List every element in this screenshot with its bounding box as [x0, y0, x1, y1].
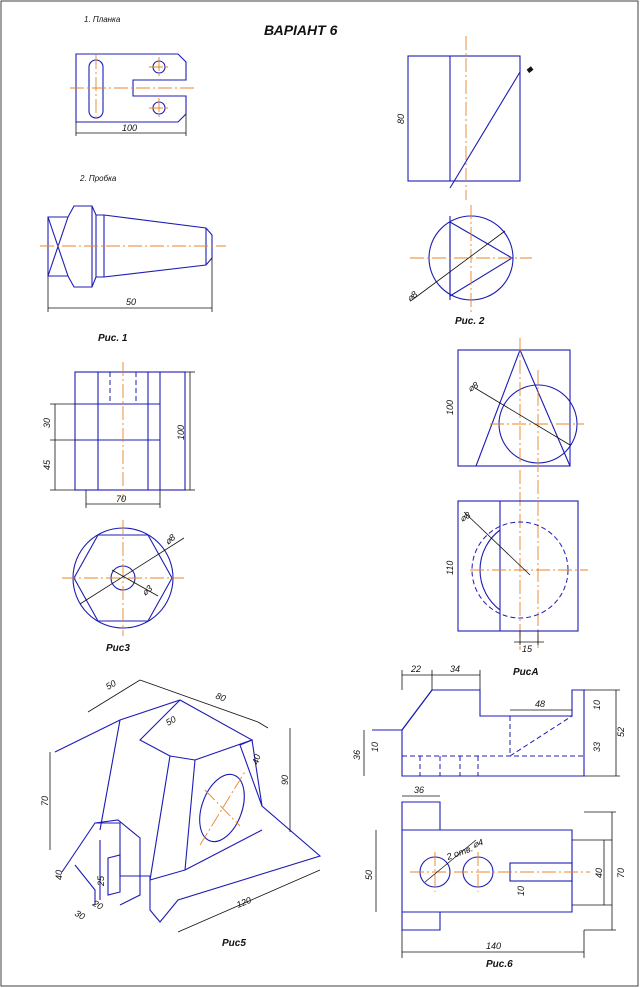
- fig6-r2: 33: [592, 742, 602, 752]
- fig6-outer: 70: [616, 868, 626, 878]
- fig6-width: 140: [486, 941, 501, 951]
- fig5-length: 120: [235, 895, 253, 910]
- fig1-plug: 50: [40, 205, 226, 312]
- fig5-caption: Рис5: [222, 938, 246, 949]
- fig1-plank: 100: [70, 53, 195, 136]
- fig6-holes-dia: ⌀4: [471, 837, 484, 850]
- fig2-caption: Рис. 2: [455, 316, 485, 327]
- fig5-slot: 50: [164, 714, 178, 728]
- fig6-views: 22 34 48 10 33 52 36 10 36 2 отв. ⌀4 50: [352, 664, 626, 958]
- fig4-dia-top: ⌀8: [466, 380, 480, 394]
- fig4-offset: 15: [522, 644, 533, 654]
- fig2-views: 80 ◆ ⌀8: [396, 36, 534, 312]
- fig5-foot-w: 30: [73, 908, 87, 922]
- fig6-left: 36: [352, 750, 362, 760]
- fig1-plug-length: 50: [126, 297, 136, 307]
- fig4-dia-bottom: ⌀8: [458, 510, 472, 524]
- fig5-right: 90: [280, 775, 290, 785]
- sheet-title: ВАРІАНТ 6: [264, 22, 338, 38]
- fig2-marker-bottom: ⌀8: [405, 289, 419, 303]
- part1-label: 1. Планка: [84, 15, 121, 24]
- fig2-height: 80: [396, 114, 406, 124]
- fig6-slot: 48: [535, 699, 545, 709]
- fig5-foot-inner: 25: [96, 875, 106, 887]
- fig3-dia-outer: ⌀8: [163, 532, 177, 546]
- fig1-plank-width: 100: [122, 123, 137, 133]
- fig3-views: 30 45 100 70 ⌀8 ⌀3: [42, 362, 195, 636]
- fig6-key: 10: [516, 886, 526, 896]
- fig3-lower: 45: [42, 459, 52, 470]
- fig5-boss: 40: [250, 753, 262, 765]
- fig5-top: 50: [104, 678, 118, 692]
- fig4-views: ⌀8 100 ⌀8 110 15: [445, 338, 588, 654]
- fig6-r1: 10: [592, 700, 602, 710]
- fig4-caption: РисА: [513, 667, 539, 678]
- fig5-foot: 40: [54, 870, 64, 880]
- fig4-bottom: 110: [445, 561, 455, 575]
- fig6-caption: Рис.6: [486, 959, 513, 970]
- fig4-height: 100: [445, 400, 455, 415]
- fig6-left-small: 10: [370, 742, 380, 752]
- fig1-caption: Рис. 1: [98, 333, 128, 344]
- fig6-depth: 50: [364, 870, 374, 880]
- fig6-a: 22: [410, 664, 421, 674]
- fig3-width: 70: [116, 494, 126, 504]
- fig6-r3: 52: [616, 727, 626, 737]
- fig3-dia-inner: ⌀3: [140, 583, 154, 597]
- fig5-depth: 80: [214, 691, 227, 704]
- fig5-foot-w2: 20: [90, 898, 105, 912]
- fig6-top-offset: 36: [414, 785, 424, 795]
- fig3-height: 100: [176, 425, 186, 440]
- fig6-b: 34: [450, 664, 460, 674]
- fig2-marker-top: ◆: [526, 64, 534, 74]
- fig5-isometric: 50 80 50 70 40 90 120 40 25 30 20: [40, 678, 322, 933]
- fig6-inner: 40: [594, 868, 604, 878]
- fig3-upper: 30: [42, 418, 52, 428]
- fig3-caption: Рис3: [106, 643, 130, 654]
- part2-label: 2. Пробка: [79, 174, 117, 183]
- fig5-height: 70: [40, 796, 50, 806]
